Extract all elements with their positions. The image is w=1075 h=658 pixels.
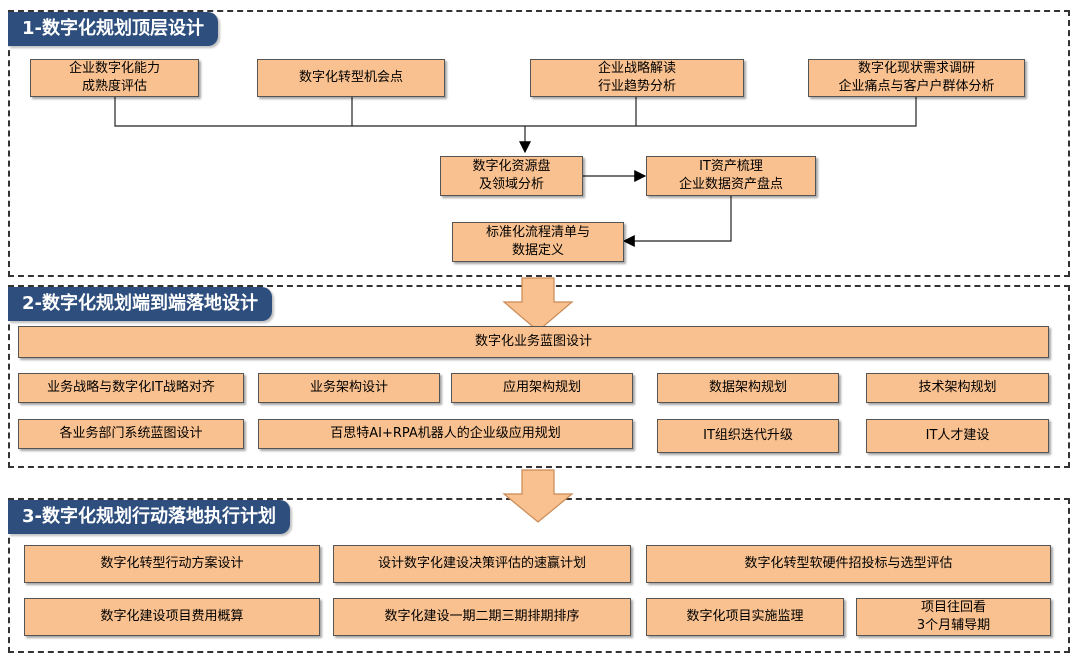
bidding-selection-box: 数字化转型软硬件招投标与选型评估 (646, 545, 1051, 583)
strategy-interpretation-box: 企业战略解读行业趋势分析 (530, 59, 744, 97)
business-blueprint-box: 数字化业务蓝图设计 (18, 326, 1049, 358)
quick-win-plan-box: 设计数字化建设决策评估的速赢计划 (333, 545, 631, 583)
process-list-box: 标准化流程清单与数据定义 (452, 222, 624, 262)
strategy-alignment-box: 业务战略与数字化IT战略对齐 (18, 373, 244, 403)
down-arrow-1 (502, 277, 574, 332)
data-architecture-box: 数据架构规划 (657, 373, 839, 403)
down-arrow-2 (502, 469, 574, 523)
it-organization-box: IT组织迭代升级 (657, 419, 839, 453)
technology-architecture-box: 技术架构规划 (866, 373, 1049, 403)
status-survey-box: 数字化现状需求调研企业痛点与客户户群体分析 (808, 59, 1025, 97)
it-talent-box: IT人才建设 (866, 419, 1049, 453)
section-1-frame (8, 10, 1070, 277)
phase-schedule-box: 数字化建设一期二期三期排期排序 (333, 598, 631, 636)
section-2-title: 2-数字化规划端到端落地设计 (8, 287, 272, 321)
section-1-title: 1-数字化规划顶层设计 (8, 12, 218, 46)
business-architecture-box: 业务架构设计 (258, 373, 440, 403)
project-monitor-box: 数字化项目实施监理 (646, 598, 844, 636)
action-plan-box: 数字化转型行动方案设计 (24, 545, 320, 583)
transformation-opportunity-box: 数字化转型机会点 (257, 59, 445, 97)
section-3-title: 3-数字化规划行动落地执行计划 (8, 500, 290, 534)
department-blueprint-box: 各业务部门系统蓝图设计 (18, 419, 244, 449)
maturity-assessment-box: 企业数字化能力成熟度评估 (30, 59, 199, 97)
it-asset-box: IT资产梳理企业数据资产盘点 (646, 156, 816, 196)
application-architecture-box: 应用架构规划 (451, 373, 633, 403)
resource-inventory-box: 数字化资源盘及领域分析 (440, 156, 583, 196)
ai-rpa-planning-box: 百思特AI+RPA机器人的企业级应用规划 (258, 419, 633, 449)
cost-estimate-box: 数字化建设项目费用概算 (24, 598, 320, 636)
